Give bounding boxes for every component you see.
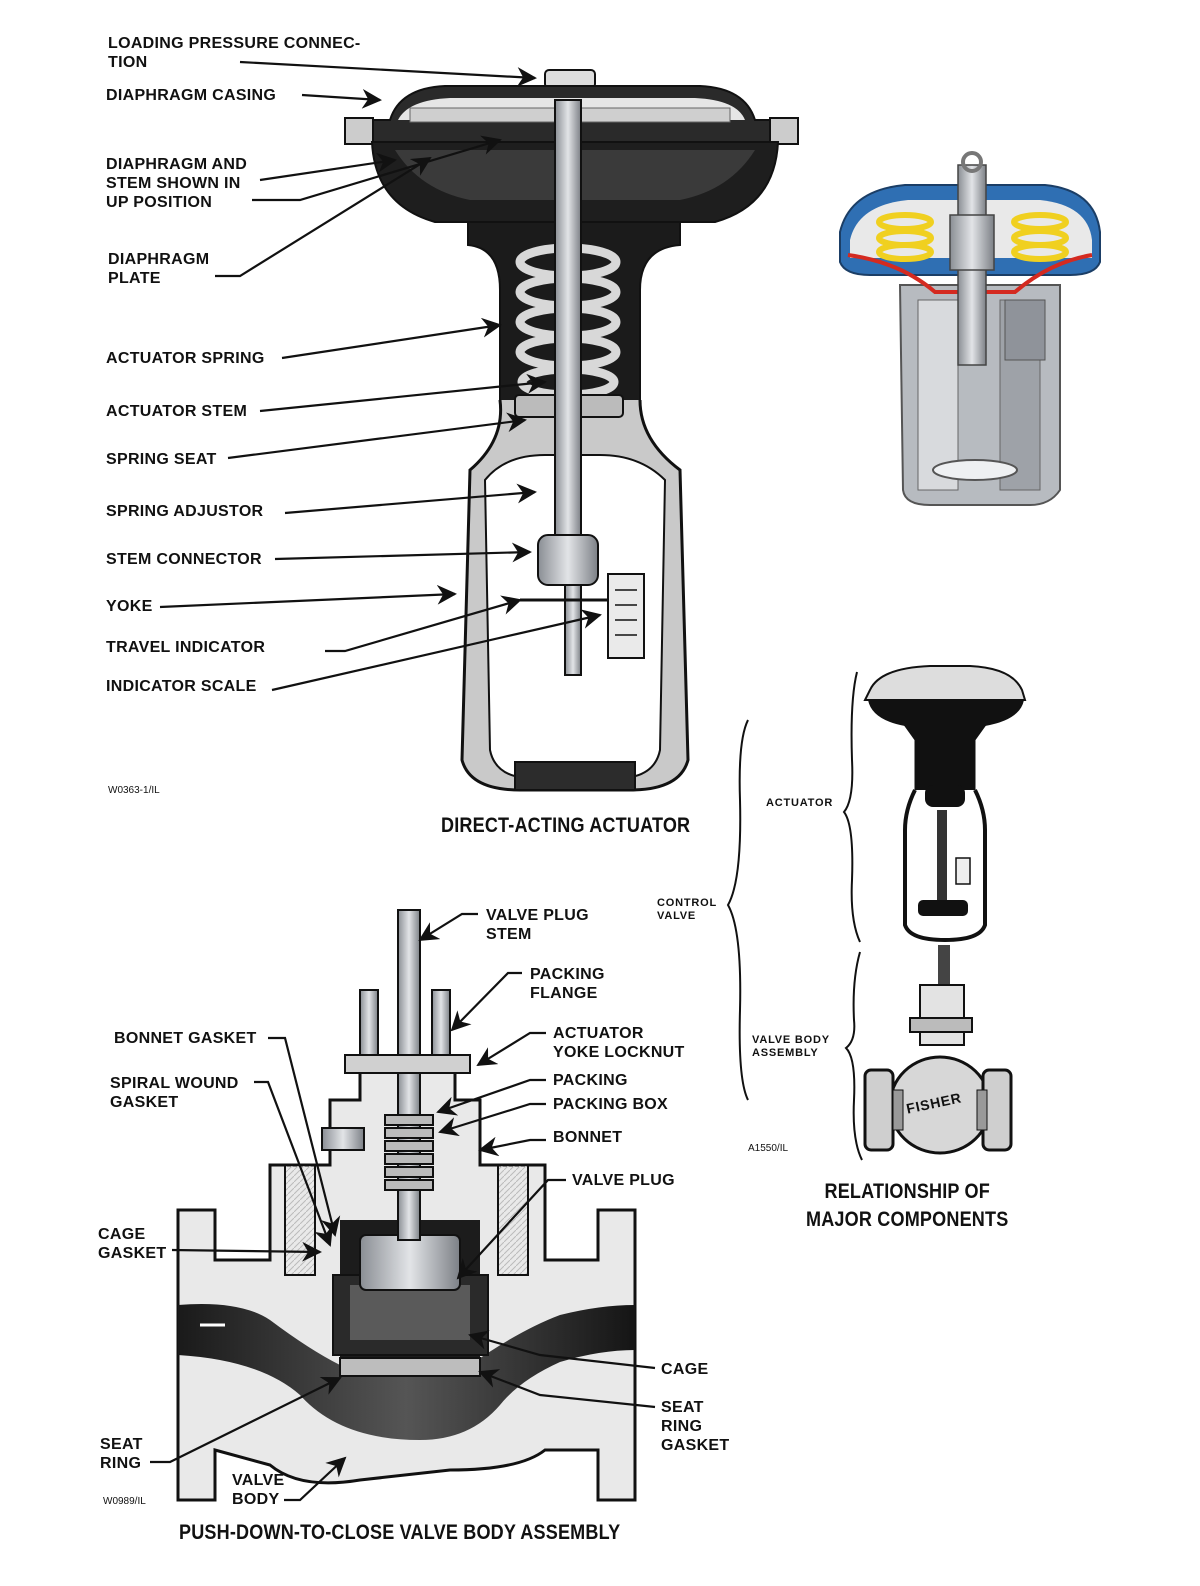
actuator-caption: DIRECT-ACTING ACTUATOR [441, 814, 691, 837]
label-diaphragm-plate: DIAPHRAGM PLATE [108, 251, 210, 287]
color-cutaway-actuator-drawing [839, 151, 1101, 506]
label-travel-indicator: TRAVEL INDICATOR [106, 639, 266, 656]
actuator-leader-lines [159, 60, 602, 692]
label-loading-pressure-connection: LOADING PRESSURE CONNEC- TION [108, 35, 361, 71]
direct-acting-actuator-drawing [344, 69, 799, 792]
relationship-caption: RELATIONSHIP OF MAJOR COMPONENTS [806, 1180, 1009, 1231]
label-spring-seat: SPRING SEAT [106, 451, 217, 468]
label-valve-plug: VALVE PLUG [572, 1172, 675, 1189]
label-packing-flange: PACKING FLANGE [530, 966, 605, 1002]
label-stem-connector: STEM CONNECTOR [106, 551, 262, 568]
valve-caption: PUSH-DOWN-TO-CLOSE VALVE BODY ASSEMBLY [179, 1521, 621, 1544]
label-bonnet-gasket: BONNET GASKET [114, 1030, 257, 1047]
relationship-figure-code: A1550/IL [748, 1143, 789, 1154]
valve-leader-lines [150, 912, 656, 1502]
label-yoke: YOKE [106, 598, 153, 615]
label-valve-body-assembly-group: VALVE BODY ASSEMBLY [752, 1034, 830, 1059]
label-packing-box: PACKING BOX [553, 1096, 669, 1113]
grouping-braces [726, 671, 863, 1161]
label-actuator-stem: ACTUATOR STEM [106, 403, 248, 420]
label-seat-ring-gasket: SEAT RING GASKET [661, 1399, 730, 1454]
label-bonnet: BONNET [553, 1129, 623, 1146]
label-seat-ring: SEAT RING [100, 1436, 143, 1472]
label-cage-gasket: CAGE GASKET [98, 1226, 167, 1262]
label-packing: PACKING [553, 1072, 628, 1089]
actuator-figure-code: W0363-1/IL [108, 785, 160, 796]
label-actuator-yoke-locknut: ACTUATOR YOKE LOCKNUT [553, 1025, 685, 1061]
label-indicator-scale: INDICATOR SCALE [106, 678, 257, 695]
valve-figure-code: W0989/IL [103, 1496, 146, 1507]
label-diaphragm-casing: DIAPHRAGM CASING [106, 87, 277, 104]
label-diaphragm-and-stem: DIAPHRAGM AND STEM SHOWN IN UP POSITION [106, 156, 248, 211]
label-spiral-wound-gasket: SPIRAL WOUND GASKET [110, 1075, 239, 1111]
label-valve-plug-stem: VALVE PLUG STEM [486, 907, 589, 943]
label-spring-adjustor: SPRING ADJUSTOR [106, 503, 264, 520]
label-actuator-group: ACTUATOR [766, 797, 834, 809]
label-cage: CAGE [661, 1361, 709, 1378]
valve-body-assembly-drawing [176, 909, 637, 1502]
major-components-drawing [863, 665, 1027, 1155]
label-control-valve-group: CONTROL VALVE [657, 897, 717, 922]
label-valve-body: VALVE BODY [232, 1472, 285, 1508]
label-actuator-spring: ACTUATOR SPRING [106, 350, 265, 367]
